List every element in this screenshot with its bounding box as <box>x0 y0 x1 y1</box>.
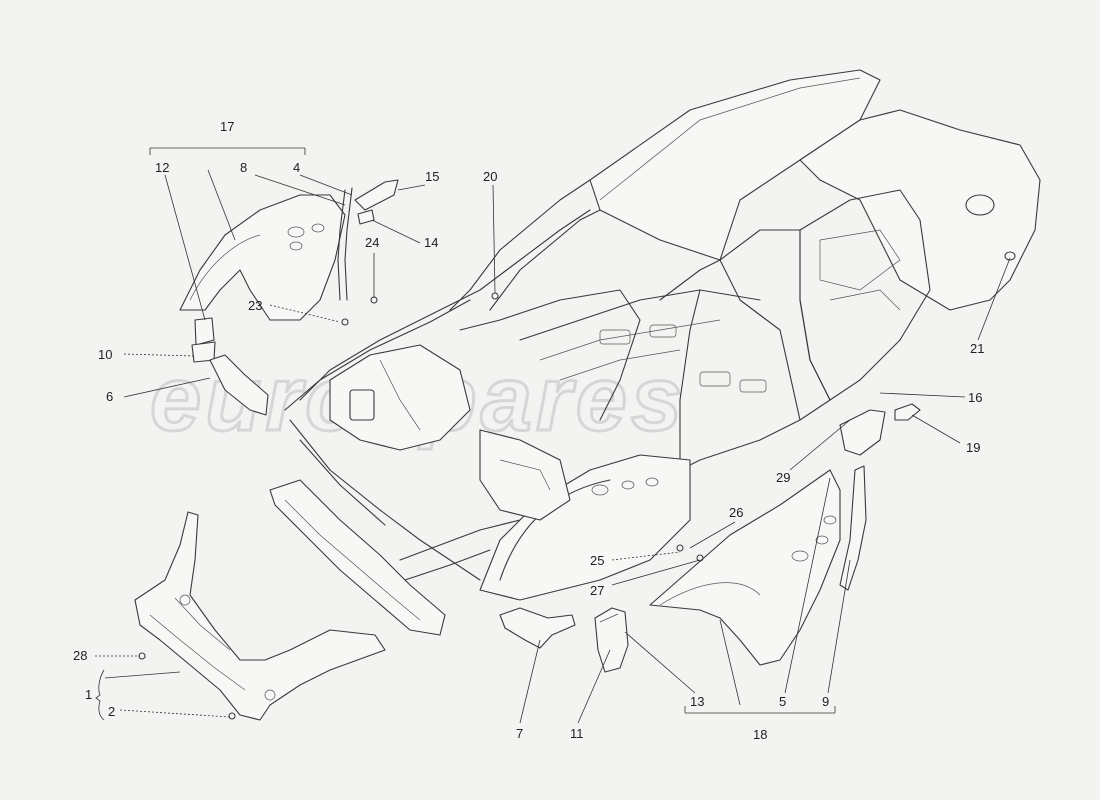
part-fender-left <box>179 194 346 321</box>
callout-16: 16 <box>968 390 982 405</box>
callout-29: 29 <box>776 470 790 485</box>
callout-13: 13 <box>690 694 704 709</box>
part-pillar-strip <box>337 187 353 301</box>
callout-8: 8 <box>240 160 247 175</box>
part-brackets-right <box>839 403 921 456</box>
part-bracket-7 <box>499 607 576 649</box>
leader-lines <box>95 147 1011 724</box>
body-shell <box>269 69 1041 636</box>
callout-5: 5 <box>779 694 786 709</box>
callout-10: 10 <box>98 347 112 362</box>
callout-24: 24 <box>365 235 379 250</box>
callout-6: 6 <box>106 389 113 404</box>
callout-7: 7 <box>516 726 523 741</box>
callout-9: 9 <box>822 694 829 709</box>
callout-19: 19 <box>966 440 980 455</box>
part-brackets-left <box>191 317 269 416</box>
callout-21: 21 <box>970 341 984 356</box>
callout-1: 1 <box>85 687 92 702</box>
part-fasteners <box>138 292 704 720</box>
callout-2: 2 <box>108 704 115 719</box>
part-strip-9 <box>839 465 867 591</box>
part-bracket-11 <box>594 607 629 673</box>
callout-15: 15 <box>425 169 439 184</box>
part-fender-right <box>649 469 841 666</box>
callout-26: 26 <box>729 505 743 520</box>
callout-25: 25 <box>590 553 604 568</box>
callout-labels: 17 12 8 4 15 14 24 20 23 10 6 21 16 19 2… <box>73 119 984 742</box>
callout-23: 23 <box>248 298 262 313</box>
callout-28: 28 <box>73 648 87 663</box>
callout-18: 18 <box>753 727 767 742</box>
callout-27: 27 <box>590 583 604 598</box>
part-front-crossmember <box>134 511 386 721</box>
callout-14: 14 <box>424 235 438 250</box>
callout-17: 17 <box>220 119 234 134</box>
callout-11: 11 <box>570 726 584 741</box>
part-brackets-upper <box>354 179 399 225</box>
callout-20: 20 <box>483 169 497 184</box>
callout-4: 4 <box>293 160 300 175</box>
callout-12: 12 <box>155 160 169 175</box>
